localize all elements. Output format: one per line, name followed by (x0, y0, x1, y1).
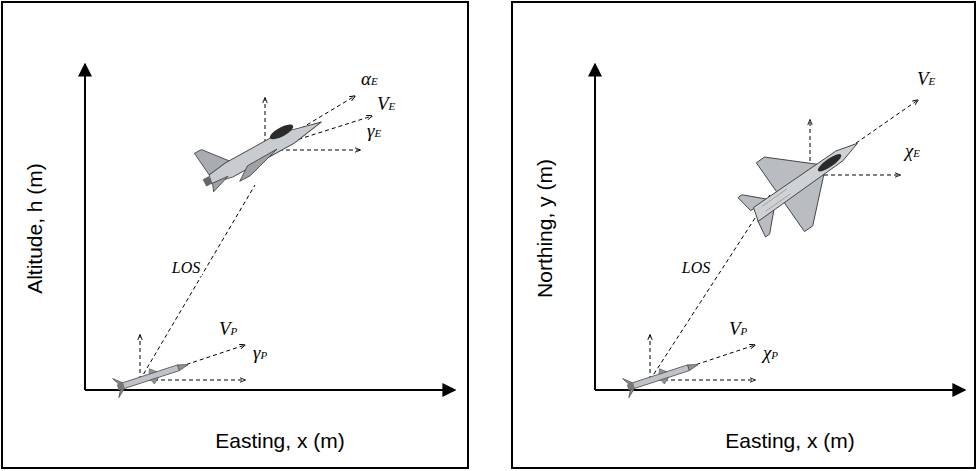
angle-symbol: γP (252, 343, 268, 362)
angle-symbol: χE (904, 141, 921, 160)
velocity-symbol: VP (728, 319, 748, 338)
los-label: LOS (680, 260, 712, 276)
velocity-symbol: VP (218, 319, 238, 338)
axis-title: Easting, x (m) (215, 430, 345, 451)
angle-symbol: γE (366, 121, 382, 140)
axis-title: Easting, x (m) (725, 430, 855, 451)
los-label: LOS (170, 260, 202, 276)
angle-symbol: χP (762, 343, 779, 362)
axis-title: Altitude, h (m) (24, 163, 45, 294)
axis-title: Northing, y (m) (533, 159, 554, 298)
velocity-symbol: VE (376, 94, 396, 113)
angle-symbol: αE (360, 69, 379, 88)
velocity-symbol: VE (916, 69, 936, 88)
